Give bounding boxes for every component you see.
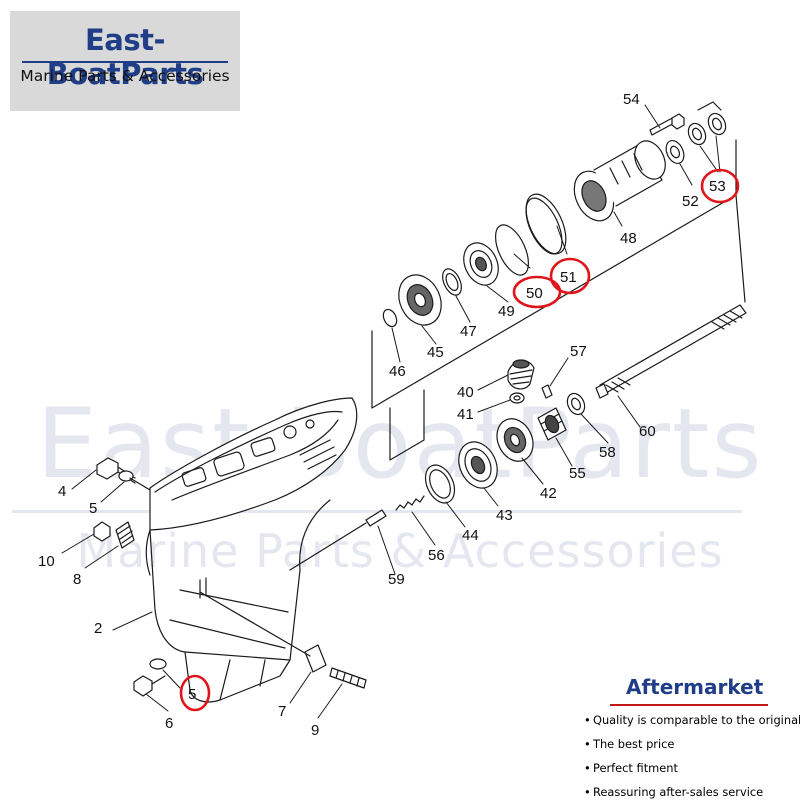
highlight-circle-50 [512, 275, 562, 309]
part-45-forward-gear [398, 274, 442, 326]
part-label-49: 49 [498, 303, 515, 320]
feature-item: •Quality is comparable to the original [584, 712, 800, 736]
highlight-circle-51 [549, 257, 591, 295]
part-55-dog-clutch [537, 407, 567, 441]
part-42-gear [496, 418, 534, 462]
leader-lines [61, 104, 721, 719]
feature-text: Quality is comparable to the original [593, 713, 800, 727]
part-label-5-lower: 5 [188, 686, 196, 703]
gear-case-housing [145, 397, 358, 703]
part-7-clip [304, 644, 327, 673]
feature-text: Reassuring after-sales service [593, 785, 764, 799]
bullet-icon: • [584, 785, 591, 799]
feature-item: •The best price [584, 736, 800, 760]
brand-tagline: Marine Parts & Accessories [20, 67, 230, 85]
part-label-60: 60 [639, 423, 656, 440]
part-48-bearing-housing [573, 140, 666, 222]
feature-text: The best price [593, 737, 675, 751]
part-4-bolt [96, 457, 136, 484]
brand-logo: East-BoatParts Marine Parts & Accessorie… [10, 11, 240, 111]
part-label-54: 54 [623, 91, 640, 108]
part-label-55: 55 [569, 465, 586, 482]
feature-item: •Perfect fitment [584, 760, 800, 784]
part-8-plate [115, 521, 135, 549]
bullet-icon: • [584, 713, 591, 727]
highlight-circle-53 [700, 168, 740, 204]
part-6-bolt [133, 675, 153, 697]
part-label-4: 4 [58, 483, 66, 500]
highlight-circles [179, 168, 740, 712]
brand-divider [22, 61, 228, 63]
highlight-circle-5 [179, 674, 211, 712]
aftermarket-title: Aftermarket [626, 675, 764, 699]
assembly-boundary-line-lower [389, 389, 425, 461]
part-60-propeller-shaft [595, 304, 747, 399]
part-58-bushing [566, 392, 586, 416]
part-label-42: 42 [540, 485, 557, 502]
watermark-divider [12, 510, 742, 513]
part-51-o-ring [525, 193, 567, 255]
part-10-nut [93, 521, 111, 542]
part-5-washer-upper [118, 470, 134, 482]
part-label-56: 56 [428, 547, 445, 564]
part-label-48: 48 [620, 230, 637, 247]
part-label-51: 51 [560, 269, 577, 286]
part-label-46: 46 [389, 363, 406, 380]
part-label-45: 45 [427, 344, 444, 361]
part-label-59: 59 [388, 571, 405, 588]
part-label-5-upper: 5 [89, 500, 97, 517]
part-52-bushing [665, 140, 685, 164]
part-46-shim [382, 308, 398, 328]
part-number-labels: 2 4 5 10 8 5 6 7 9 59 56 44 43 42 55 58 … [38, 91, 726, 739]
watermark-brand-name: East-BoatParts [36, 388, 764, 500]
part-label-9: 9 [311, 722, 319, 739]
part-54-bolt [649, 113, 685, 136]
part-label-10: 10 [38, 553, 55, 570]
part-53-bracket [697, 101, 722, 111]
aftermarket-underline [610, 704, 768, 706]
part-49-bearing [463, 242, 499, 286]
part-label-41: 41 [457, 406, 474, 423]
part-label-2: 2 [94, 620, 102, 637]
feature-list: •Quality is comparable to the original •… [584, 712, 800, 808]
bullet-icon: • [584, 761, 591, 775]
part-57-pin [541, 384, 553, 399]
part-59-pin [289, 509, 387, 571]
feature-text: Perfect fitment [593, 761, 678, 775]
part-label-43: 43 [496, 507, 513, 524]
part-label-50: 50 [526, 285, 543, 302]
part-53-oil-seal-b [707, 112, 727, 136]
part-label-53: 53 [709, 178, 726, 195]
part-9-screw [329, 667, 367, 689]
part-47-shim [442, 268, 462, 296]
part-label-7: 7 [278, 703, 286, 720]
part-44-thrust-washer [424, 464, 456, 504]
part-label-52: 52 [682, 193, 699, 210]
part-label-57: 57 [570, 343, 587, 360]
assembly-boundary-line-shaft [735, 194, 746, 303]
part-43-bearing [458, 441, 498, 489]
part-label-47: 47 [460, 323, 477, 340]
part-5-washer-lower [149, 658, 167, 670]
part-50-o-ring [494, 224, 530, 276]
part-41-washer [509, 392, 525, 404]
part-label-40: 40 [457, 384, 474, 401]
part-label-8: 8 [73, 571, 81, 588]
part-label-58: 58 [599, 444, 616, 461]
part-label-6: 6 [165, 715, 173, 732]
part-label-44: 44 [462, 527, 479, 544]
part-56-spring [395, 495, 425, 511]
bullet-icon: • [584, 737, 591, 751]
assembly-boundary-line [371, 139, 737, 409]
part-40-pinion [507, 359, 535, 390]
feature-item: •Reassuring after-sales service [584, 784, 800, 808]
watermark-tagline: Marine Parts & Accessories [76, 524, 724, 578]
part-53-oil-seal-a [687, 122, 707, 146]
